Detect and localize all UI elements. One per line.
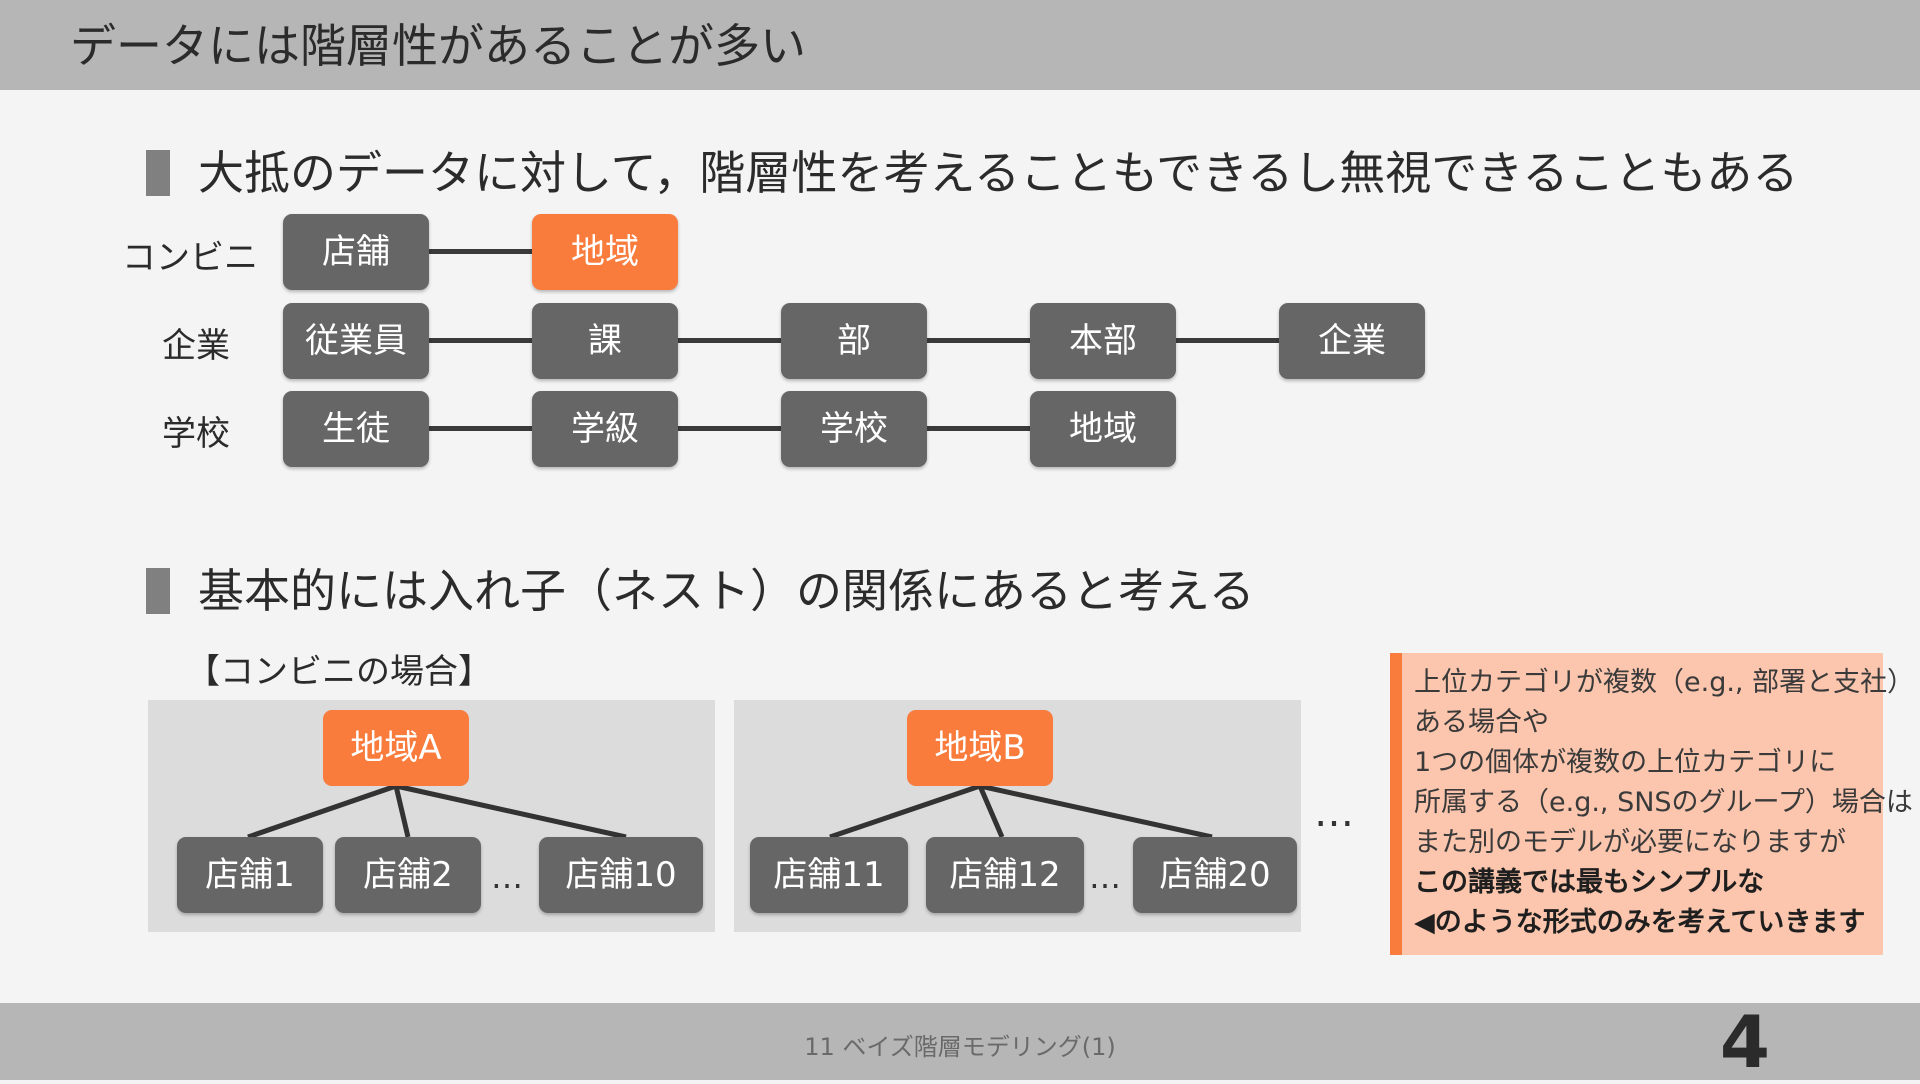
node-school: 学校 <box>781 391 927 467</box>
node-region: 地域 <box>1030 391 1176 467</box>
connector <box>1175 338 1281 343</box>
node-section: 課 <box>532 303 678 379</box>
heading-text: 基本的には入れ子（ネスト）の関係にあると考える <box>198 564 1255 618</box>
node-region-highlight: 地域 <box>532 214 678 290</box>
subheading-convenience-case: 【コンビニの場合】 <box>186 652 492 692</box>
tree-root-region-a: 地域A <box>323 710 469 786</box>
slide-footer: 11 ベイズ階層モデリング(1) 4 <box>0 1000 1920 1084</box>
connector <box>677 426 783 431</box>
note-line: 上位カテゴリが複数（e.g., 部署と支社） <box>1414 667 1915 698</box>
node-employee: 従業員 <box>283 303 429 379</box>
tree-leaf-store: 店舗2 <box>335 837 481 913</box>
row-label-convenience: コンビニ <box>122 238 258 278</box>
slide-title: データには階層性があることが多い <box>70 19 806 73</box>
connector <box>428 338 534 343</box>
node-class: 学級 <box>532 391 678 467</box>
tree-leaf-store: 店舗10 <box>539 837 703 913</box>
heading-text: 大抵のデータに対して，階層性を考えることもできるし無視できることもある <box>198 146 1799 200</box>
ellipsis: … <box>1089 858 1121 896</box>
connector <box>428 249 534 254</box>
connector <box>677 338 783 343</box>
tree-connectors <box>247 783 627 840</box>
slide-header: データには階層性があることが多い <box>0 0 1920 90</box>
connector <box>926 338 1032 343</box>
row-label-school: 学校 <box>162 414 230 454</box>
tree-leaf-store: 店舗1 <box>177 837 323 913</box>
heading-bullet <box>146 150 170 196</box>
row-label-company: 企業 <box>162 326 230 366</box>
note-line: 所属する（e.g., SNSのグループ）場合は <box>1414 787 1913 818</box>
tree-panel-region-a: 地域A 店舗1 店舗2 … 店舗10 <box>148 700 715 932</box>
node-department: 部 <box>781 303 927 379</box>
connector <box>926 426 1032 431</box>
footer-lecture-title: 11 ベイズ階層モデリング(1) <box>804 1033 1116 1061</box>
note-emphasis-line: ◀のような形式のみを考えていきます <box>1414 907 1866 938</box>
more-ellipsis: … <box>1314 790 1354 836</box>
node-store: 店舗 <box>283 214 429 290</box>
tree-panel-region-b: 地域B 店舗11 店舗12 … 店舗20 <box>734 700 1301 932</box>
tree-root-region-b: 地域B <box>907 710 1053 786</box>
note-line: また別のモデルが必要になりますが <box>1414 827 1846 858</box>
note-emphasis-line: この講義では最もシンプルな <box>1414 867 1765 898</box>
heading-bullet <box>146 568 170 614</box>
node-headquarters: 本部 <box>1030 303 1176 379</box>
page-number: 4 <box>1719 1000 1770 1084</box>
node-student: 生徒 <box>283 391 429 467</box>
ellipsis: … <box>491 858 523 896</box>
note-box: 上位カテゴリが複数（e.g., 部署と支社） ある場合や 1つの個体が複数の上位… <box>1390 653 1915 955</box>
note-line: ある場合や <box>1414 707 1549 738</box>
tree-leaf-store: 店舗11 <box>750 837 908 913</box>
connector <box>428 426 534 431</box>
tree-leaf-store: 店舗12 <box>926 837 1084 913</box>
node-company: 企業 <box>1279 303 1425 379</box>
tree-leaf-store: 店舗20 <box>1133 837 1297 913</box>
tree-connectors <box>829 783 1213 840</box>
note-line: 1つの個体が複数の上位カテゴリに <box>1414 747 1837 778</box>
